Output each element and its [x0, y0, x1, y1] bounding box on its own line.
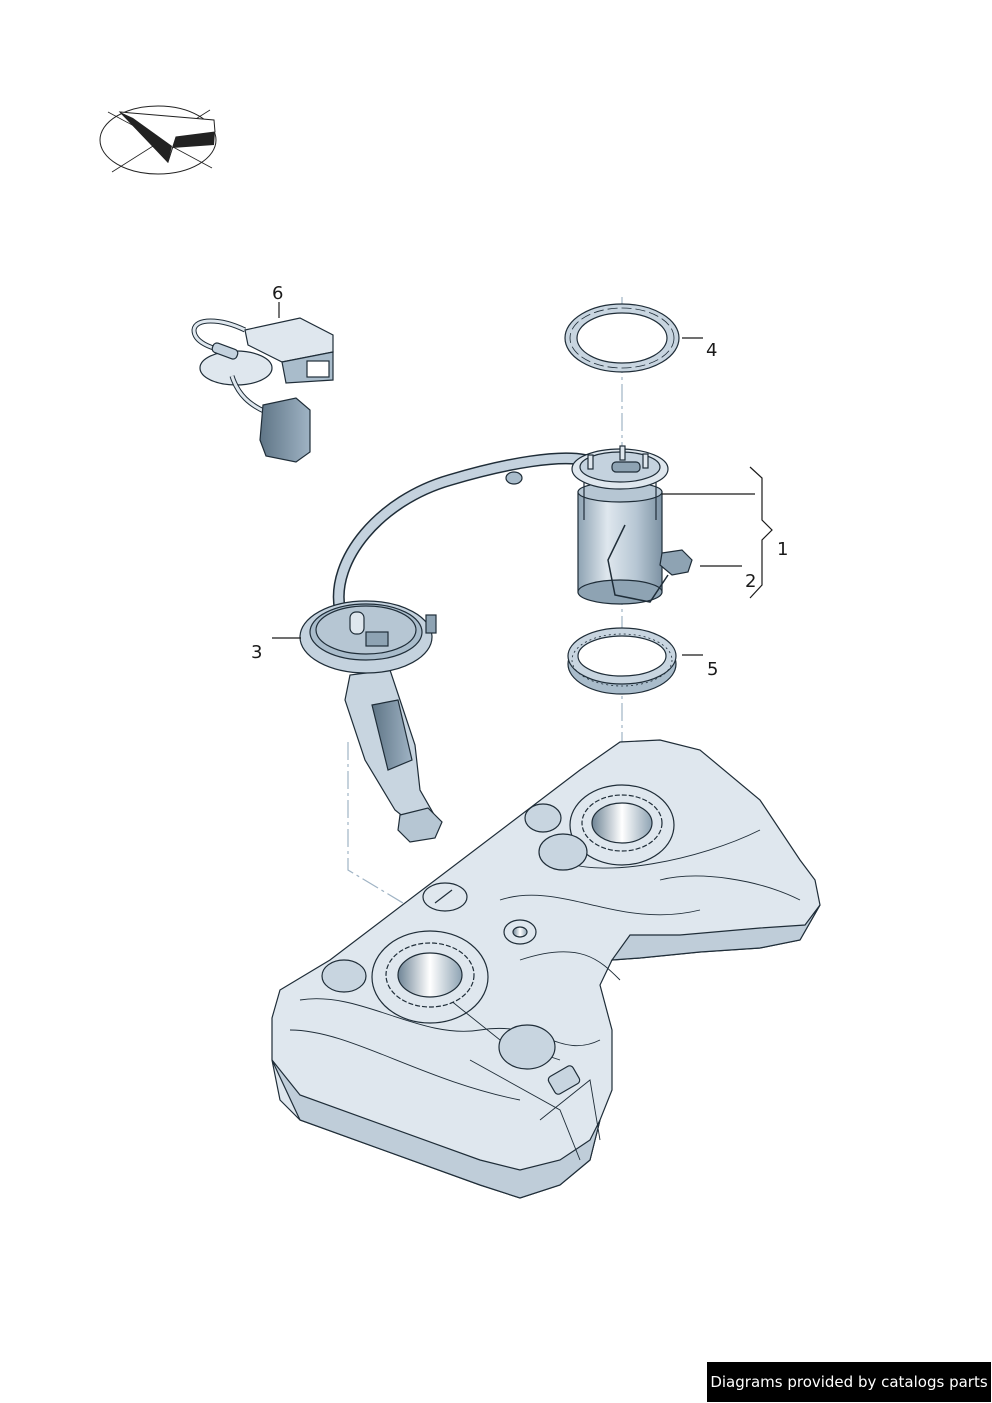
callout-4: 4 [706, 340, 718, 361]
fuel-pump-module [571, 445, 693, 605]
fuel-level-sender-flange [299, 452, 591, 843]
seal-ring [567, 627, 677, 695]
callout-6: 6 [272, 283, 284, 304]
credit-banner: Diagrams provided by catalogs parts [707, 1362, 991, 1402]
paper-plane-logo-icon [99, 105, 217, 175]
callout-1: 1 [777, 539, 789, 560]
leader-lines [272, 302, 773, 656]
locking-ring [564, 303, 680, 373]
callout-3: 3 [251, 642, 263, 663]
fuel-tank [271, 739, 821, 1199]
callout-5: 5 [707, 659, 719, 680]
control-module-harness [191, 317, 334, 463]
callout-2: 2 [745, 571, 757, 592]
